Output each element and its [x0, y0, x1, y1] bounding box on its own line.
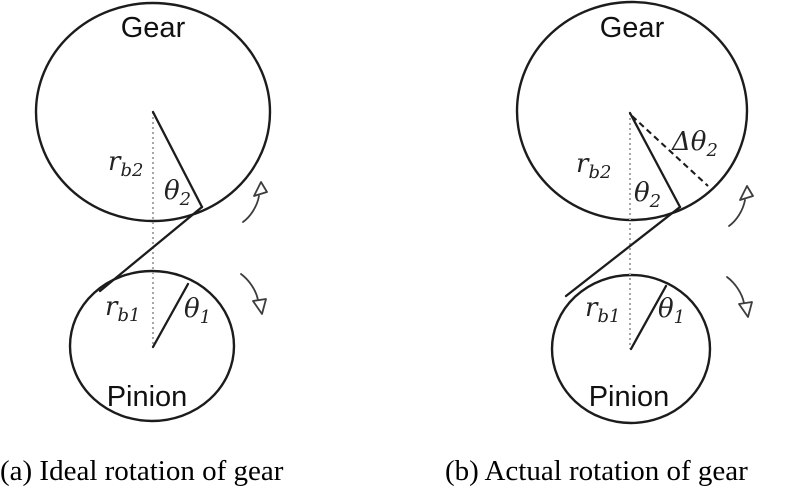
delta-angle-label: Δθ2: [671, 127, 718, 161]
gear-label: Gear: [600, 12, 665, 44]
curved-arrow-up-icon: [242, 195, 260, 223]
gear-base-circle: [515, 0, 749, 222]
pinion-base-circle: [68, 269, 236, 423]
gear-label: Gear: [121, 12, 186, 44]
caption-a: (a) Ideal rotation of gear: [0, 455, 284, 487]
caption-b: (b) Actual rotation of gear: [445, 455, 748, 487]
line-of-action: [98, 205, 204, 293]
pinion-angle-label: θ1: [658, 294, 685, 328]
pinion-radius-line: [151, 282, 190, 349]
panel-actual-rotation: Gear Pinion rb2 θ2 Δθ2 rb1 θ1 (b) Actual…: [445, 0, 754, 487]
pinion-radius-line: [629, 284, 668, 351]
curved-arrow-down-head-icon: [252, 298, 267, 315]
curved-arrow-up-head-icon: [253, 181, 268, 197]
gear-radius-line: [151, 110, 204, 209]
gear-actual-radius-dashed-line: [631, 115, 709, 187]
curved-arrow-up-head-icon: [739, 185, 754, 201]
pinion-radius-label: rb1: [585, 293, 620, 327]
curved-arrow-down-head-icon: [738, 301, 753, 318]
gear-radius-line: [628, 111, 682, 209]
gear-radius-label: rb2: [576, 149, 611, 183]
pinion-label: Pinion: [107, 381, 188, 413]
curved-arrow-down-icon: [240, 273, 259, 301]
line-of-action: [564, 205, 682, 298]
pinion-label: Pinion: [589, 381, 670, 413]
panel-ideal-rotation: Gear Pinion rb2 θ2 rb1 θ1 (a) Ideal rota…: [0, 1, 284, 487]
curved-arrow-up-icon: [728, 199, 746, 227]
gear-angle-label: θ2: [164, 176, 191, 210]
gear-base-circle: [34, 1, 272, 223]
curved-arrow-down-icon: [726, 276, 745, 304]
gear-angle-label: θ2: [634, 178, 661, 212]
gear-radius-label: rb2: [108, 147, 143, 181]
pinion-angle-label: θ1: [184, 294, 211, 328]
pinion-radius-label: rb1: [105, 292, 140, 326]
